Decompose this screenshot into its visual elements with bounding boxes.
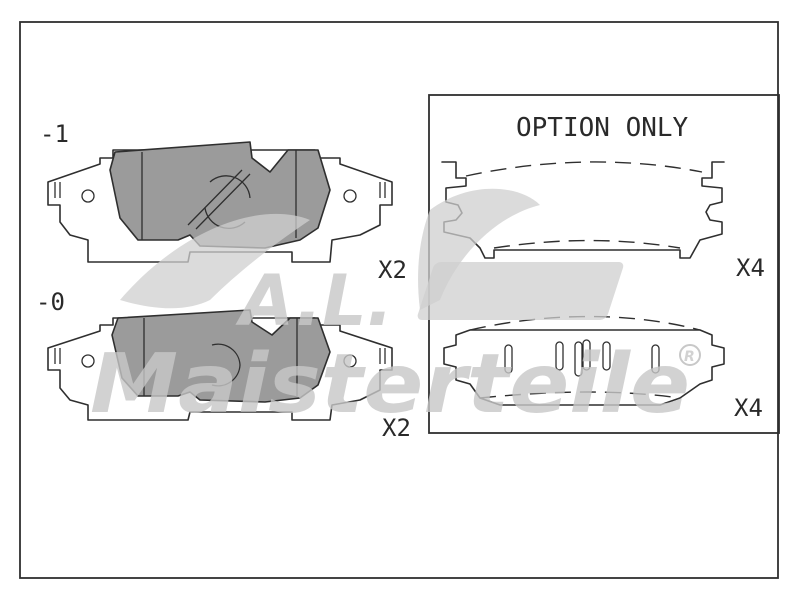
watermark-logo: A.L. Maisterteile R: [90, 188, 701, 432]
option-shim-top: [441, 161, 725, 259]
label-option-bottom-qty: X4: [734, 394, 763, 422]
watermark-brand: A.L.: [235, 260, 393, 342]
label-option-top-qty: X4: [736, 254, 765, 282]
outer-frame: [19, 21, 779, 579]
registered-mark: [679, 344, 701, 366]
registered-mark-letter: R: [684, 349, 695, 365]
label-bottom-part: -0: [36, 288, 65, 316]
brake-pad-bottom: [47, 309, 393, 421]
option-shim-bottom: [443, 315, 725, 406]
watermark-text: Maisterteile: [90, 337, 690, 432]
label-top-qty: X2: [378, 256, 407, 284]
label-top-part: -1: [40, 120, 69, 148]
label-bottom-qty: X2: [382, 414, 411, 442]
option-title: OPTION ONLY: [516, 113, 689, 143]
